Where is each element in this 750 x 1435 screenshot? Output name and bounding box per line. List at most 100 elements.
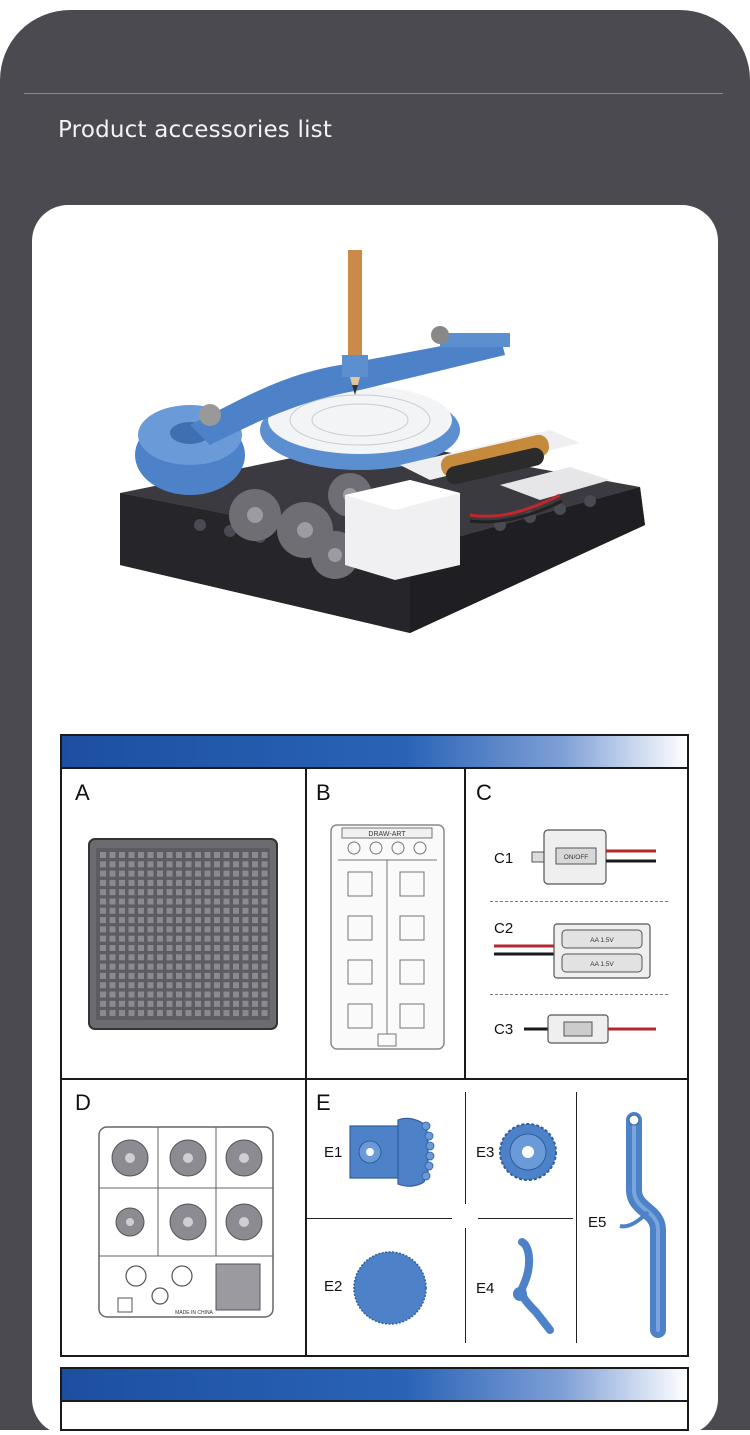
baseplate-stud bbox=[204, 991, 211, 998]
baseplate-stud bbox=[223, 963, 230, 970]
baseplate-stud bbox=[100, 935, 106, 942]
baseplate-stud bbox=[261, 935, 268, 942]
baseplate-stud bbox=[119, 889, 125, 896]
baseplate-stud bbox=[157, 889, 163, 896]
baseplate-stud bbox=[100, 852, 106, 858]
baseplate-stud bbox=[138, 926, 144, 933]
baseplate-stud bbox=[261, 879, 268, 886]
baseplate-stud bbox=[157, 963, 163, 970]
baseplate-stud bbox=[242, 870, 249, 877]
baseplate-stud bbox=[128, 972, 135, 979]
baseplate-stud bbox=[233, 1010, 239, 1017]
baseplate-stud bbox=[166, 1000, 173, 1007]
baseplate-stud bbox=[157, 917, 163, 924]
baseplate-stud bbox=[261, 963, 268, 970]
baseplate-stud bbox=[109, 991, 116, 998]
baseplate-stud bbox=[100, 917, 106, 924]
baseplate-stud bbox=[214, 935, 220, 942]
baseplate-stud bbox=[214, 861, 220, 868]
baseplate-stud bbox=[157, 954, 163, 961]
baseplate-stud bbox=[185, 926, 192, 933]
baseplate-stud bbox=[157, 926, 163, 933]
label-e2: E2 bbox=[324, 1278, 343, 1295]
baseplate-stud bbox=[128, 963, 135, 970]
baseplate-stud bbox=[166, 963, 173, 970]
baseplate-stud bbox=[233, 954, 239, 961]
baseplate-stud bbox=[166, 917, 173, 924]
baseplate-stud bbox=[223, 945, 230, 951]
baseplate-stud bbox=[157, 879, 163, 886]
baseplate-stud bbox=[128, 861, 135, 868]
baseplate-stud bbox=[195, 982, 201, 989]
baseplate-stud bbox=[100, 982, 106, 989]
baseplate-stud bbox=[195, 861, 201, 868]
baseplate-stud bbox=[138, 917, 144, 924]
baseplate-stud bbox=[233, 926, 239, 933]
baseplate-stud bbox=[223, 852, 230, 858]
baseplate-stud bbox=[261, 898, 268, 905]
baseplate-stud bbox=[138, 972, 144, 979]
baseplate-stud bbox=[214, 954, 220, 961]
baseplate-stud bbox=[157, 972, 163, 979]
baseplate-stud bbox=[138, 954, 144, 961]
baseplate-stud bbox=[261, 982, 268, 989]
baseplate-stud bbox=[261, 852, 268, 858]
baseplate-stud bbox=[214, 852, 220, 858]
baseplate-stud bbox=[204, 870, 211, 877]
baseplate-stud bbox=[109, 935, 116, 942]
baseplate-stud bbox=[109, 954, 116, 961]
sheet-2-header-band bbox=[62, 1369, 687, 1400]
baseplate-stud bbox=[261, 889, 268, 896]
baseplate-stud bbox=[176, 852, 182, 858]
baseplate-stud bbox=[233, 889, 239, 896]
baseplate-stud bbox=[138, 935, 144, 942]
cell-label-c: C bbox=[476, 780, 492, 805]
d-text: MADE IN CHINA bbox=[175, 1310, 213, 1316]
baseplate-stud bbox=[242, 972, 249, 979]
baseplate-stud bbox=[214, 898, 220, 905]
baseplate-stud bbox=[195, 889, 201, 896]
baseplate-stud bbox=[195, 879, 201, 886]
c2-text-2: AA 1.5V bbox=[590, 961, 614, 968]
baseplate-stud bbox=[233, 852, 239, 858]
baseplate-stud bbox=[252, 963, 258, 970]
baseplate-stud bbox=[109, 963, 116, 970]
baseplate-stud bbox=[109, 889, 116, 896]
baseplate-stud bbox=[185, 945, 192, 951]
baseplate-stud bbox=[176, 879, 182, 886]
baseplate-stud bbox=[252, 991, 258, 998]
label-e1: E1 bbox=[324, 1144, 343, 1161]
battery-box-c2-part: AA 1.5V AA 1.5V bbox=[494, 923, 651, 979]
baseplate-stud bbox=[252, 917, 258, 924]
baseplate-stud bbox=[119, 870, 125, 877]
baseplate-stud bbox=[185, 907, 192, 914]
baseplate-stud bbox=[138, 861, 144, 868]
label-c2: C2 bbox=[494, 920, 514, 937]
baseplate-stud bbox=[109, 870, 116, 877]
baseplate-stud bbox=[147, 982, 154, 989]
baseplate-stud bbox=[128, 926, 135, 933]
baseplate-stud bbox=[109, 926, 116, 933]
baseplate-stud bbox=[128, 917, 135, 924]
baseplate-stud bbox=[109, 1010, 116, 1017]
baseplate-stud bbox=[242, 898, 249, 905]
baseplate-stud bbox=[147, 1010, 154, 1017]
baseplate-stud bbox=[147, 879, 154, 886]
baseplate-stud bbox=[214, 963, 220, 970]
baseplate-stud bbox=[223, 889, 230, 896]
baseplate-stud bbox=[214, 879, 220, 886]
baseplate-stud bbox=[147, 852, 154, 858]
baseplate-stud bbox=[128, 879, 135, 886]
baseplate-stud bbox=[195, 972, 201, 979]
baseplate-stud bbox=[242, 861, 249, 868]
baseplate-stud bbox=[185, 982, 192, 989]
baseplate-stud bbox=[147, 889, 154, 896]
baseplate-stud bbox=[176, 1000, 182, 1007]
baseplate-stud bbox=[119, 898, 125, 905]
sprue-b-part: DRAW-ART bbox=[330, 824, 445, 1050]
baseplate-stud bbox=[185, 898, 192, 905]
baseplate-stud bbox=[261, 861, 268, 868]
baseplate-stud bbox=[185, 1000, 192, 1007]
baseplate-part bbox=[88, 838, 278, 1030]
baseplate-stud bbox=[195, 870, 201, 877]
